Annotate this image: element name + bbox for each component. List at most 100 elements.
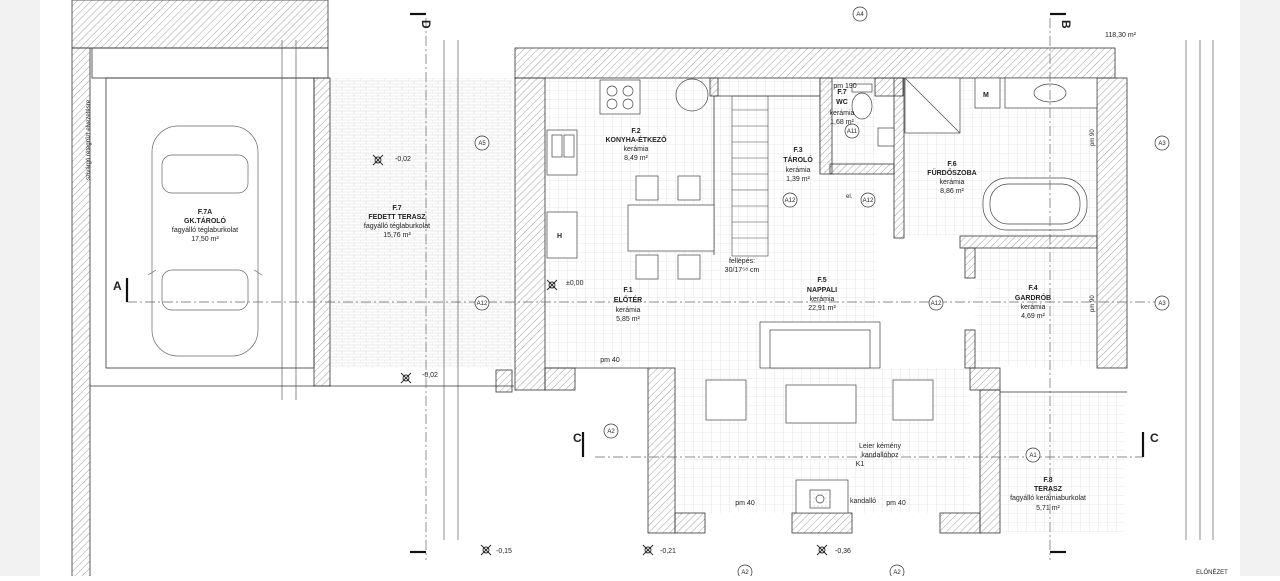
pm40-living-left: pm 40 <box>735 500 755 507</box>
left-edge-note: szivárgó rétegrűzt elvezetésre <box>86 99 92 180</box>
room-id-wc: F.7 <box>837 89 846 96</box>
chimney-note-2: kandallóhoz <box>861 452 899 459</box>
el-label: el. <box>846 194 853 200</box>
room-name-terrace: TERASZ <box>1034 486 1063 493</box>
fireplace-box <box>795 479 849 514</box>
room-material-living: kerámia <box>810 296 835 303</box>
tag-a1: A1 <box>1029 453 1037 459</box>
fridge <box>546 211 578 259</box>
pm90-lower: pm 90 <box>1090 295 1096 312</box>
sheet-margin-right <box>1240 0 1280 576</box>
room-id-living: F.5 <box>817 277 826 284</box>
room-name-storage: TÁROLÓ <box>783 155 813 164</box>
tag-a2-hall: A2 <box>607 429 615 435</box>
level-floor: ±0,00 <box>566 280 584 287</box>
room-area-wc: 1,68 m² <box>830 119 854 126</box>
wardrobe-floor <box>975 248 1097 366</box>
covered-terrace-floor <box>330 78 512 368</box>
tag-a3-lower: A3 <box>1158 301 1166 307</box>
section-mark-bars <box>125 12 1145 554</box>
chimney-note-3: K1 <box>856 461 865 468</box>
bath-fixtures <box>851 77 1098 231</box>
level-out-2: -0,21 <box>660 548 676 555</box>
room-material-garage: fagyálló téglaburkolat <box>172 227 238 234</box>
room-area-garage: 17,50 m² <box>191 236 219 243</box>
living-furniture <box>705 321 934 514</box>
terrace-floor <box>1000 392 1125 532</box>
armchair-left <box>705 379 747 421</box>
room-id-covered-terrace: F.7 <box>392 205 401 212</box>
level-markers <box>372 154 828 556</box>
floor-plan-drawing: 118,30 m² A C C D B F.7A GK.TÁROLÓ fagyá… <box>71 0 1228 580</box>
tag-a4: A4 <box>856 12 864 18</box>
room-area-wardrobe: 4,69 m² <box>1021 313 1045 320</box>
room-name-wardrobe: GARDRÓB <box>1015 293 1051 302</box>
walls <box>71 0 1128 579</box>
sheet-margin-left <box>0 0 40 576</box>
room-material-wc: kerámia <box>830 110 855 117</box>
room-name-bath: FÜRDŐSZOBA <box>927 168 976 177</box>
level-garage: -0,02 <box>395 156 411 163</box>
section-lines <box>127 18 1170 560</box>
room-area-living: 22,91 m² <box>808 305 836 312</box>
level-out-1: -0,15 <box>496 548 512 555</box>
tag-a2-left: A2 <box>741 570 749 576</box>
room-material-bath: kerámia <box>940 179 965 186</box>
room-area-hall: 5,85 m² <box>616 316 640 323</box>
tag-a12-storage: A12 <box>785 198 796 204</box>
stairs-value: 30/17⁵⁸ cm <box>725 267 760 274</box>
hob <box>599 79 641 115</box>
staircase <box>731 95 820 257</box>
room-area-terrace: 5,71 m² <box>1036 505 1060 512</box>
level-terrace: -0,02 <box>422 372 438 379</box>
room-id-storage: F.3 <box>793 147 802 154</box>
fridge-letter-h: H <box>557 233 562 240</box>
room-material-wardrobe: kerámia <box>1021 304 1046 311</box>
tag-a11: A11 <box>847 129 858 135</box>
room-name-living: NAPPALI <box>807 287 837 294</box>
room-area-kitchen: 8,49 m² <box>624 155 648 162</box>
level-out-3: -0,36 <box>835 548 851 555</box>
section-mark-d-top: D <box>419 20 433 29</box>
wc-basin <box>877 127 895 147</box>
chimney-note-1: Leier kémény <box>859 443 902 450</box>
tag-a3: A3 <box>1158 141 1166 147</box>
room-name-kitchen: KONYHA-ÉTKEZŐ <box>605 135 667 144</box>
room-id-kitchen: F.2 <box>631 128 640 135</box>
tag-a12-wardrobe: A12 <box>931 301 942 307</box>
tag-a2-right: A2 <box>893 570 901 576</box>
grid-tag-circles <box>474 6 1170 580</box>
stairs-note: fellépés: <box>729 258 755 265</box>
room-id-garage: F.7A <box>198 209 212 216</box>
room-area-bath: 8,86 m² <box>940 188 964 195</box>
room-id-hall: F.1 <box>623 287 632 294</box>
dining-table <box>627 204 715 252</box>
pm40-hall: pm 40 <box>600 357 620 364</box>
armchair-right <box>892 379 934 421</box>
pm90-upper: pm 90 <box>1090 129 1096 146</box>
view-label: ELŐNÉZET <box>1196 569 1228 576</box>
floor-fills <box>108 78 1125 532</box>
tag-a5: A5 <box>478 141 486 147</box>
dimension-lines <box>281 40 1214 540</box>
wc-dimension: pm 190 <box>833 83 856 90</box>
section-mark-b-top: B <box>1059 20 1073 29</box>
room-material-kitchen: kerámia <box>624 146 649 153</box>
room-area-covered-terrace: 15,76 m² <box>383 232 411 239</box>
room-area-storage: 1,39 m² <box>786 176 810 183</box>
room-outlines <box>90 47 1127 393</box>
fireplace-label: kandalló <box>850 498 876 505</box>
tag-a12-bath: A12 <box>863 198 874 204</box>
room-id-terrace: F.8 <box>1043 477 1052 484</box>
car-outline <box>147 125 263 357</box>
room-material-terrace: fagyálló kerámiaburkolat <box>1010 495 1086 502</box>
floor-plan-sheet: 118,30 m² A C C D B F.7A GK.TÁROLÓ fagyá… <box>40 0 1240 580</box>
room-material-hall: kerámia <box>616 307 641 314</box>
cabinet-letter-m: M <box>983 92 989 99</box>
coffee-table <box>785 384 857 424</box>
section-mark-a: A <box>113 279 122 293</box>
room-id-wardrobe: F.4 <box>1028 285 1037 292</box>
room-name-wc: WC <box>836 99 848 106</box>
room-material-covered-terrace: fagyálló téglaburkolat <box>364 223 430 230</box>
kitchen-furniture <box>546 78 715 280</box>
